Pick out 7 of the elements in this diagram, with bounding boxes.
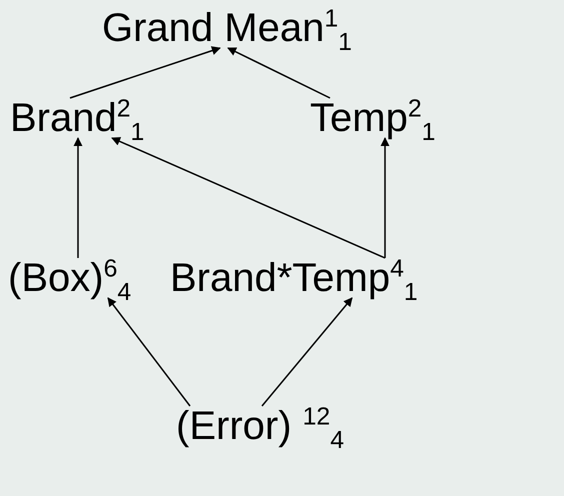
arrow bbox=[107, 297, 191, 406]
arrow bbox=[70, 46, 221, 99]
arrow bbox=[227, 47, 330, 99]
arrow bbox=[74, 137, 82, 258]
arrow bbox=[380, 137, 390, 258]
arrow bbox=[261, 297, 353, 406]
arrow bbox=[111, 137, 386, 259]
